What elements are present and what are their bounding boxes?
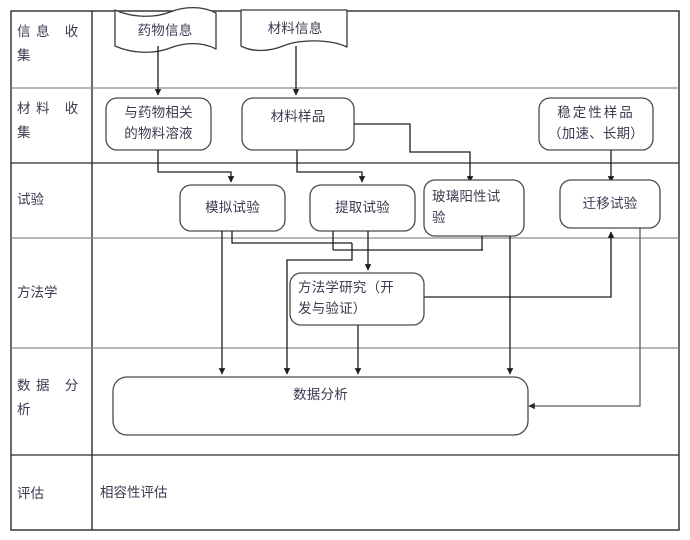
hitbox-extraction-test[interactable] [310, 185, 415, 231]
node-drug-info-shape[interactable] [114, 6, 217, 53]
node-migration-test[interactable] [559, 179, 661, 229]
hitbox-material-info[interactable] [241, 8, 347, 54]
arrow-sample-to-glass-test [354, 123, 474, 183]
hitbox-drug-info[interactable] [115, 8, 216, 56]
arrow-sample-to-extraction [296, 150, 366, 183]
node-extraction-test[interactable] [309, 184, 416, 232]
arrow-migration-to-data-analysis [528, 228, 641, 410]
node-data-analysis[interactable] [112, 376, 529, 436]
arrow-methodology-to-migration [424, 231, 615, 298]
hitbox-drug-related-solution[interactable] [106, 98, 211, 150]
hitbox-stability-sample[interactable] [539, 98, 653, 150]
hitbox-data-analysis[interactable] [113, 377, 528, 435]
node-glass-positive-test[interactable] [423, 179, 525, 237]
hitbox-simulation-test[interactable] [180, 185, 285, 231]
line-simulation-bus [231, 231, 352, 244]
arrow-solution-to-simulation [157, 150, 235, 183]
hitbox-migration-test[interactable] [560, 180, 660, 228]
hitbox-methodology-study[interactable] [290, 273, 424, 325]
node-methodology-study[interactable] [289, 272, 425, 326]
hitbox-glass-positive-test[interactable] [424, 180, 524, 236]
table-frame [10, 10, 680, 531]
hitbox-material-sample[interactable] [242, 98, 354, 150]
node-stability-sample[interactable] [538, 97, 654, 151]
node-material-info-shape[interactable] [240, 9, 348, 52]
arrow-simulation-branch-to-data-analysis [283, 243, 353, 375]
